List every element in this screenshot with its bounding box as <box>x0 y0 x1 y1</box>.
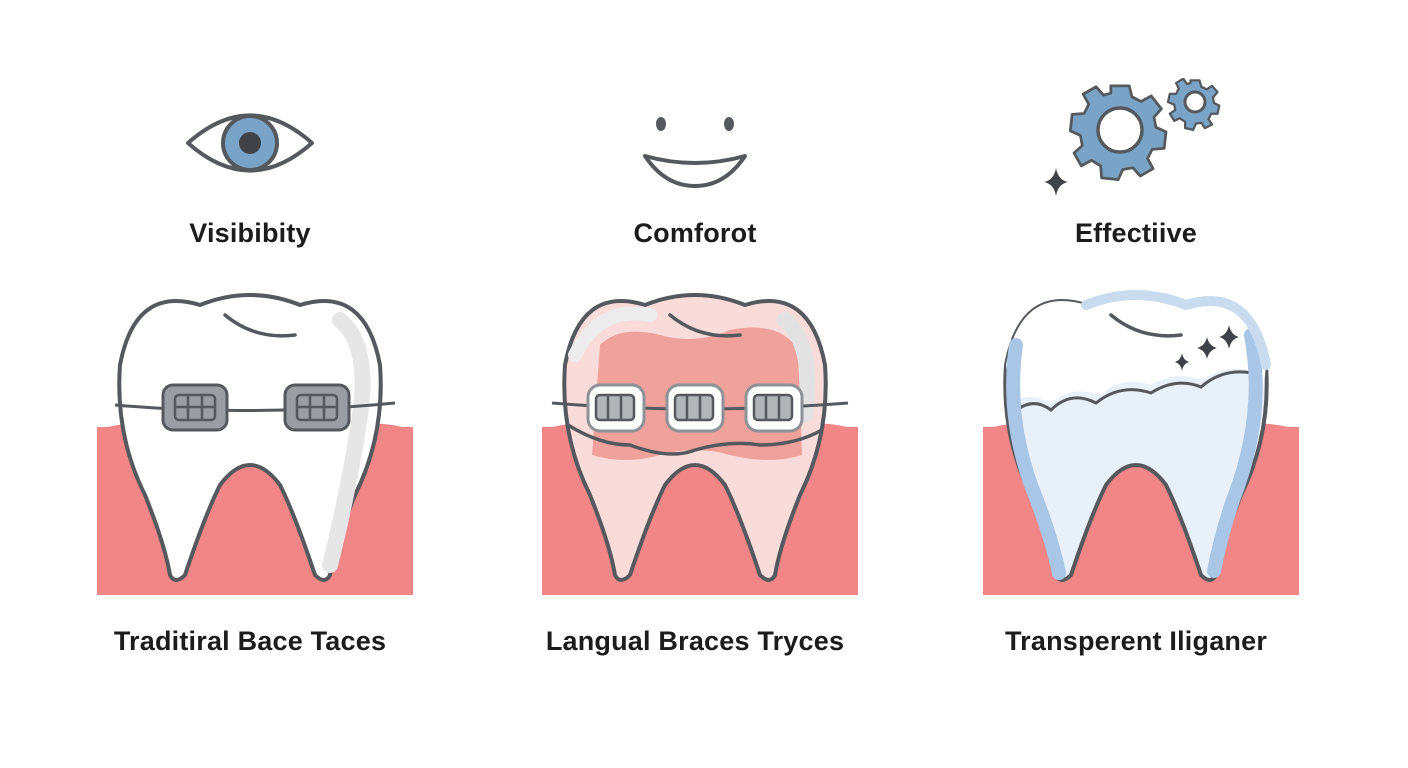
brace-type-label: Langual Braces Tryces <box>545 626 845 656</box>
archwire <box>114 401 396 413</box>
column-lingual: Comforot <box>485 0 905 768</box>
brace-type-label: Traditiral Bace Taces <box>113 626 387 656</box>
bracket-left <box>161 383 229 432</box>
aligner-tooth-illustration <box>926 285 1346 605</box>
bracket-middle <box>665 383 725 433</box>
lingual-tooth-illustration <box>485 285 905 605</box>
visibility-icon-wrap <box>40 78 460 208</box>
sparkle-icon <box>1175 353 1189 371</box>
traditional-tooth-illustration <box>40 285 460 605</box>
sparkle-icon <box>1219 325 1239 349</box>
comfort-icon-wrap <box>485 78 905 208</box>
criterion-label: Visibibity <box>189 218 311 248</box>
bracket-left <box>586 383 646 433</box>
bracket-right <box>283 383 351 432</box>
column-traditional: Visibibity Traditiral <box>40 0 460 768</box>
sparkle-icon <box>1197 337 1217 359</box>
brace-type-label: Transperent Iliganer <box>1004 626 1268 656</box>
eye-icon <box>186 113 314 173</box>
sparkle-icon <box>1044 168 1068 196</box>
effective-icon-wrap <box>926 78 1346 208</box>
gears-icon <box>1044 78 1221 196</box>
criterion-label: Comforot <box>633 218 757 248</box>
criterion-label: Effectiive <box>1074 218 1198 248</box>
smile-icon <box>643 117 747 188</box>
bracket-right <box>744 383 804 433</box>
column-aligner: Effectiive Transperent Iliganer <box>926 0 1346 768</box>
tooth-shape <box>117 293 383 582</box>
